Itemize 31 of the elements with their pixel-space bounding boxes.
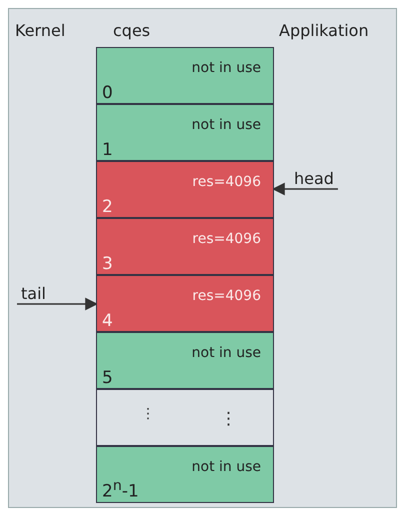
slot-value: res=4096 <box>192 174 261 190</box>
slot-index: 2$^{n}$-1 <box>102 478 139 502</box>
column-heading: Kernel <box>15 21 66 40</box>
arrow <box>272 182 338 196</box>
slot-index: 5 <box>102 368 113 388</box>
column-heading: Applikation <box>279 21 369 40</box>
pointer-label: head <box>294 169 334 188</box>
column-heading: cqes <box>113 21 150 40</box>
slot-index: 2 <box>102 197 113 217</box>
slot-value: not in use <box>192 459 261 475</box>
queue-slot <box>96 104 274 161</box>
queue-slot <box>96 275 274 332</box>
slot-index: 1 <box>102 140 113 160</box>
queue-slot <box>96 161 274 218</box>
slot-index: 4 <box>102 311 113 331</box>
queue-slot <box>96 332 274 389</box>
slot-value: not in use <box>192 60 261 76</box>
slot-value: res=4096 <box>192 231 261 247</box>
slot-value: not in use <box>192 345 261 361</box>
queue-slot <box>96 47 274 104</box>
slot-value: res=4096 <box>192 288 261 304</box>
ellipsis-slot <box>96 389 274 446</box>
slot-value: not in use <box>192 117 261 133</box>
pointer-label: tail <box>21 284 46 303</box>
arrow <box>17 298 98 310</box>
ellipsis-mark: ⋮ <box>141 406 155 422</box>
queue-slot <box>96 446 274 503</box>
ellipsis-mark: ⋮ <box>220 409 237 429</box>
slot-index: 3 <box>102 254 113 274</box>
queue-slot <box>96 218 274 275</box>
slot-index: 0 <box>102 83 113 103</box>
